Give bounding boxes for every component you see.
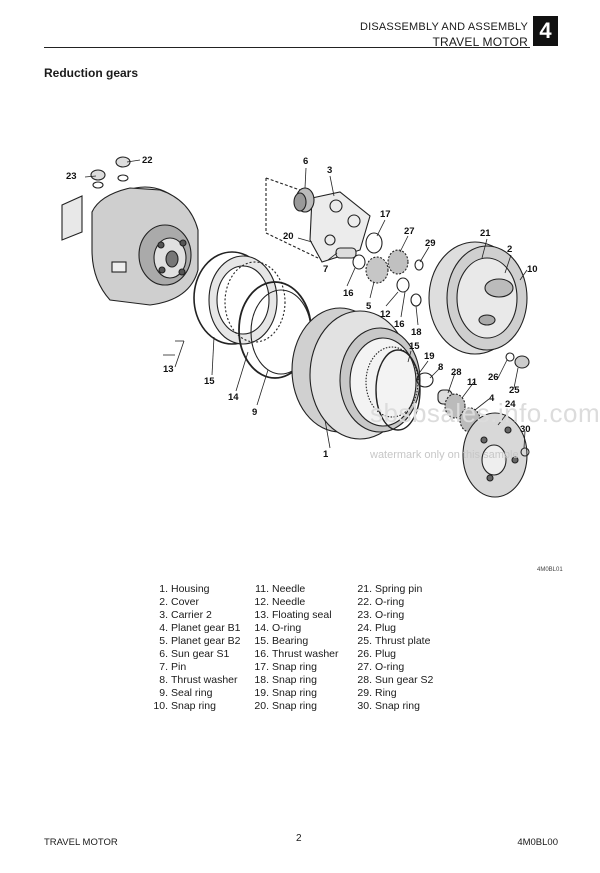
parts-legend-column-3: 21.Spring pin 22.O-ring 23.O-ring 24.Plu… <box>350 583 433 713</box>
callout-16a: 16 <box>343 288 354 299</box>
legend-item: 12.Needle <box>254 596 306 608</box>
legend-item: 7.Pin <box>159 661 187 673</box>
footer-doc-code: 4M0BL00 <box>517 837 558 848</box>
callout-6: 6 <box>303 156 308 167</box>
callout-17: 19 <box>424 351 435 362</box>
callout-29: 28 <box>451 367 462 378</box>
callout-15b: 15 <box>409 341 420 352</box>
watermark-note: watermark only on this sample <box>370 449 519 461</box>
callout-26: 25 <box>509 385 520 396</box>
parts-legend-column-1: 1.Housing 2.Cover 3.Carrier 2 4.Planet g… <box>146 583 240 713</box>
callout-25: 24 <box>505 399 516 410</box>
watermark-site: sbsbsales.info.com <box>370 398 600 428</box>
legend-item: 14.O-ring <box>254 622 302 634</box>
legend-item: 22.O-ring <box>357 596 405 608</box>
legend-item: 10.Snap ring <box>153 700 216 712</box>
callout-8: 8 <box>438 362 443 373</box>
figure-code: 4M0BL01 <box>537 567 563 573</box>
callout-13: 13 <box>163 364 174 375</box>
legend-item: 5.Planet gear B2 <box>159 635 241 647</box>
legend-item: 13.Floating seal <box>254 609 332 621</box>
legend-item: 3.Carrier 2 <box>159 609 212 621</box>
legend-item: 1.Housing <box>159 583 210 595</box>
callout-9: 9 <box>252 407 257 418</box>
callout-28: 27 <box>404 226 415 237</box>
page-number: 2 <box>296 833 302 844</box>
callout-19: 18 <box>411 327 422 338</box>
callout-5: 5 <box>366 301 372 312</box>
callout-14: 14 <box>228 392 239 403</box>
legend-item: 2.Cover <box>159 596 200 608</box>
thrust-plate-25 <box>462 412 530 498</box>
legend-item: 29.Ring <box>357 687 397 699</box>
legend-item: 19.Snap ring <box>254 687 317 699</box>
legend-item: 4.Planet gear B1 <box>159 622 241 634</box>
callout-24: 23 <box>66 171 77 182</box>
legend-item: 27.O-ring <box>357 661 405 673</box>
legend-item: 21.Spring pin <box>357 583 423 595</box>
callout-27: 26 <box>488 372 499 383</box>
plug-26 <box>505 352 530 369</box>
callout-4: 4 <box>489 393 495 404</box>
callout-12: 12 <box>380 309 391 320</box>
plug-24 <box>90 156 131 189</box>
callout-11: 11 <box>467 377 478 388</box>
legend-item: 24.Plug <box>357 622 397 634</box>
housing-1 <box>291 307 421 440</box>
callout-7: 7 <box>323 264 328 275</box>
legend-item: 20.Snap ring <box>254 700 317 712</box>
legend-item: 6.Sun gear S1 <box>159 648 230 660</box>
legend-item: 18.Snap ring <box>254 674 317 686</box>
callout-21: 20 <box>283 231 294 242</box>
callout-labels: 23 22 6 3 20 7 17 16 5 27 29 12 16 18 21… <box>66 155 538 460</box>
legend-item: 8.Thrust washer <box>159 674 238 686</box>
carrier-3 <box>265 177 371 263</box>
header-subsection-title: TRAVEL MOTOR <box>432 35 528 49</box>
legend-item: 30.Snap ring <box>357 700 420 712</box>
callout-3: 3 <box>327 165 332 176</box>
callout-22: 21 <box>480 228 491 239</box>
legend-item: 11.Needle <box>255 583 306 595</box>
header-section-title: DISASSEMBLY AND ASSEMBLY <box>359 21 528 33</box>
legend-item: 23.O-ring <box>357 609 405 621</box>
header-divider <box>44 47 530 48</box>
callout-1: 1 <box>323 449 329 460</box>
callout-20: 30 <box>520 424 531 435</box>
footer-section-name: TRAVEL MOTOR <box>44 837 118 848</box>
parts-legend-column-2: 11.Needle 12.Needle 13.Floating seal 14.… <box>247 583 339 713</box>
callout-23: 22 <box>142 155 153 166</box>
cover-2 <box>428 241 528 355</box>
legend-item: 9.Seal ring <box>159 687 213 699</box>
callout-16b: 16 <box>394 319 405 330</box>
callout-18: 17 <box>380 209 391 220</box>
page-title: Reduction gears <box>44 66 139 80</box>
legend-item: 15.Bearing <box>254 635 309 647</box>
legend-item: 16.Thrust washer <box>254 648 339 660</box>
legend-item: 25.Thrust plate <box>357 635 431 647</box>
planet-gears <box>365 249 424 307</box>
callout-30: 29 <box>425 238 436 249</box>
callout-10: 10 <box>527 264 538 275</box>
bearing-and-seals <box>193 251 312 379</box>
pin-and-washers <box>335 232 383 270</box>
chapter-number-badge: 4 <box>533 16 558 46</box>
header-section: DISASSEMBLY AND ASSEMBLY TRAVEL MOTOR <box>360 20 528 50</box>
legend-item: 28.Sun gear S2 <box>357 674 434 686</box>
travel-motor-unit <box>61 186 199 306</box>
callout-15: 15 <box>204 376 215 387</box>
callout-2: 2 <box>507 244 512 255</box>
legend-item: 26.Plug <box>357 648 397 660</box>
leader-lines <box>84 159 528 449</box>
legend-item: 17.Snap ring <box>254 661 317 673</box>
